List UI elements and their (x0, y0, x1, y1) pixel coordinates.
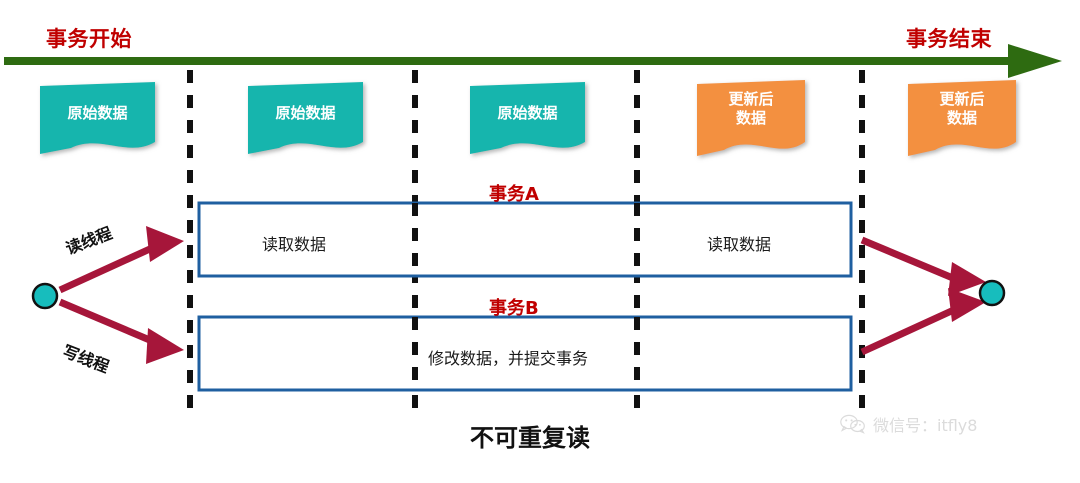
write-result-arrowhead (948, 288, 986, 322)
timeline-start-label: 事务开始 (46, 27, 132, 51)
read-thread-arrowhead (146, 226, 184, 262)
flag-updated-1 (697, 80, 805, 156)
flag-original-2 (248, 82, 363, 154)
timeline-arrowhead (1008, 44, 1062, 78)
flag-original-1 (40, 82, 155, 154)
thread-arrows-left (58, 226, 184, 364)
flag-original-3 (470, 82, 585, 154)
diagram-caption-text: 不可重复读 (470, 424, 590, 452)
divider-overlay (412, 203, 640, 390)
thread-arrows-right (860, 236, 986, 356)
transaction-a-box (197, 201, 853, 278)
transaction-b-title: 事务B (489, 298, 539, 319)
watermark: 微信号：itfly8 (840, 412, 977, 436)
transaction-a-title: 事务A (489, 184, 539, 205)
timeline-end-label: 事务结束 (906, 27, 992, 51)
write-thread-arrow-shaft (58, 298, 154, 345)
write-result-arrow-shaft (860, 304, 960, 356)
write-thread-arrowhead (146, 328, 184, 364)
read-result-arrow-shaft (860, 236, 962, 285)
read-result-arrowhead (948, 262, 986, 296)
wechat-icon (840, 414, 865, 434)
transaction-b-cell-1: 修改数据，并提交事务 (428, 349, 589, 368)
transaction-a-cell-1: 读取数据 (262, 235, 327, 254)
flag-updated-2 (908, 80, 1016, 156)
transaction-b-box (197, 315, 853, 392)
read-thread-arrow-shaft (58, 244, 154, 294)
watermark-text: 微信号：itfly8 (873, 416, 978, 435)
transaction-a-cell-2: 读取数据 (707, 235, 772, 254)
start-node (31, 282, 59, 310)
diagram-caption: 不可重复读 (0, 418, 1080, 453)
timeline-axis (4, 44, 1062, 78)
end-node (978, 279, 1006, 307)
